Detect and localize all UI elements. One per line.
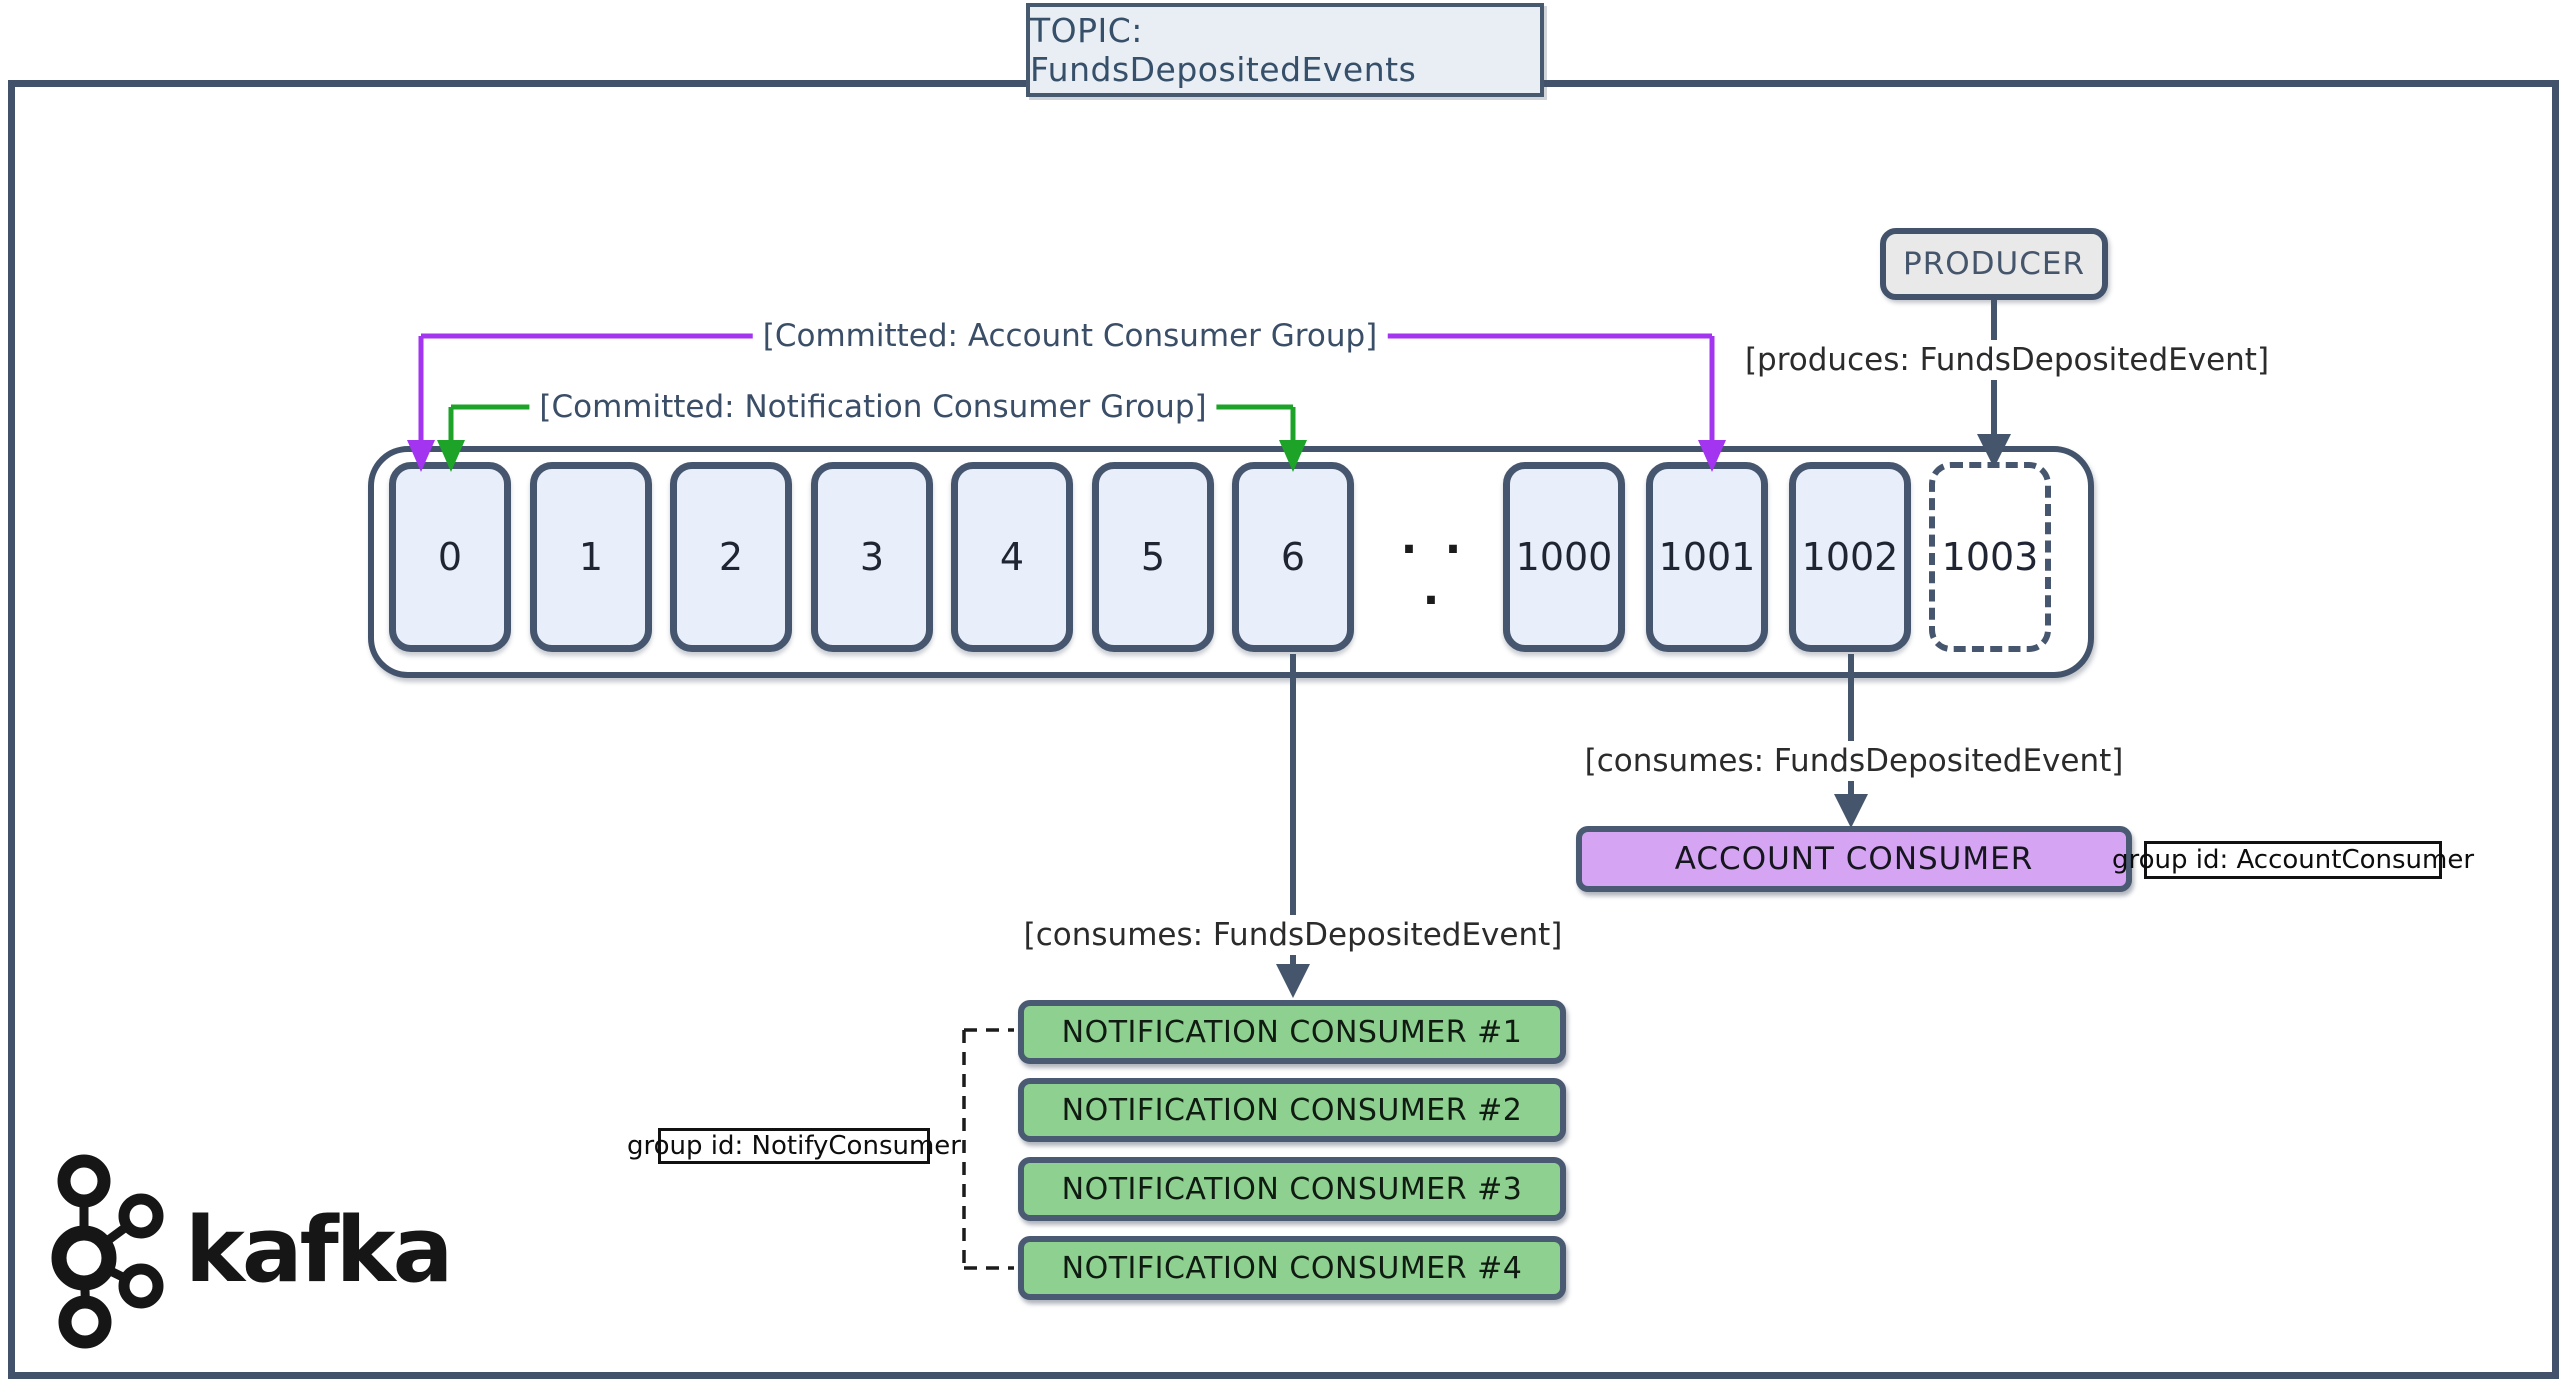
partition-box-6: 6: [1232, 462, 1354, 652]
notification-consumer-1-box: NOTIFICATION CONSUMER #1: [1018, 1000, 1566, 1064]
partition-box-1002: 1002: [1789, 462, 1911, 652]
kafka-logo-icon: [51, 1154, 164, 1349]
partition-box-1000: 1000: [1503, 462, 1625, 652]
committed-notification-label: [Committed: Notification Consumer Group]: [529, 387, 1217, 427]
account-consumer-box: ACCOUNT CONSUMER: [1576, 826, 2132, 892]
partition-box-1001: 1001: [1646, 462, 1768, 652]
notification-consumer-3-box: NOTIFICATION CONSUMER #3: [1018, 1157, 1566, 1221]
consumes-account-label: [consumes: FundsDepositedEvent]: [1574, 741, 2134, 781]
consumes-notification-label: [consumes: FundsDepositedEvent]: [1013, 915, 1573, 955]
partition-box-5: 5: [1092, 462, 1214, 652]
producer-box: PRODUCER: [1880, 228, 2108, 300]
partition-box-0: 0: [389, 462, 511, 652]
consumes-notification-arrow: [1276, 654, 1310, 998]
produces-arrow: [1977, 300, 2011, 468]
notification-consumer-4-box: NOTIFICATION CONSUMER #4: [1018, 1236, 1566, 1300]
account-group-id-badge: group id: AccountConsumer: [2112, 841, 2474, 879]
kafka-logo-wordmark: kafka: [185, 1198, 453, 1303]
partition-ellipsis: · · ·: [1400, 524, 1468, 626]
partition-box-2: 2: [670, 462, 792, 652]
notify-group-id-badge: group id: NotifyConsumer: [627, 1128, 961, 1164]
notification-consumer-2-box: NOTIFICATION CONSUMER #2: [1018, 1078, 1566, 1142]
partition-box-1: 1: [530, 462, 652, 652]
produces-label: [produces: FundsDepositedEvent]: [1734, 340, 2280, 380]
notify-group-bracket: [962, 1028, 1014, 1270]
partition-box-1003-next: 1003: [1929, 462, 2051, 652]
committed-account-label: [Committed: Account Consumer Group]: [752, 316, 1388, 356]
partition-box-4: 4: [951, 462, 1073, 652]
partition-box-3: 3: [811, 462, 933, 652]
topic-title-box: TOPIC: FundsDepositedEvents: [1026, 3, 1544, 97]
